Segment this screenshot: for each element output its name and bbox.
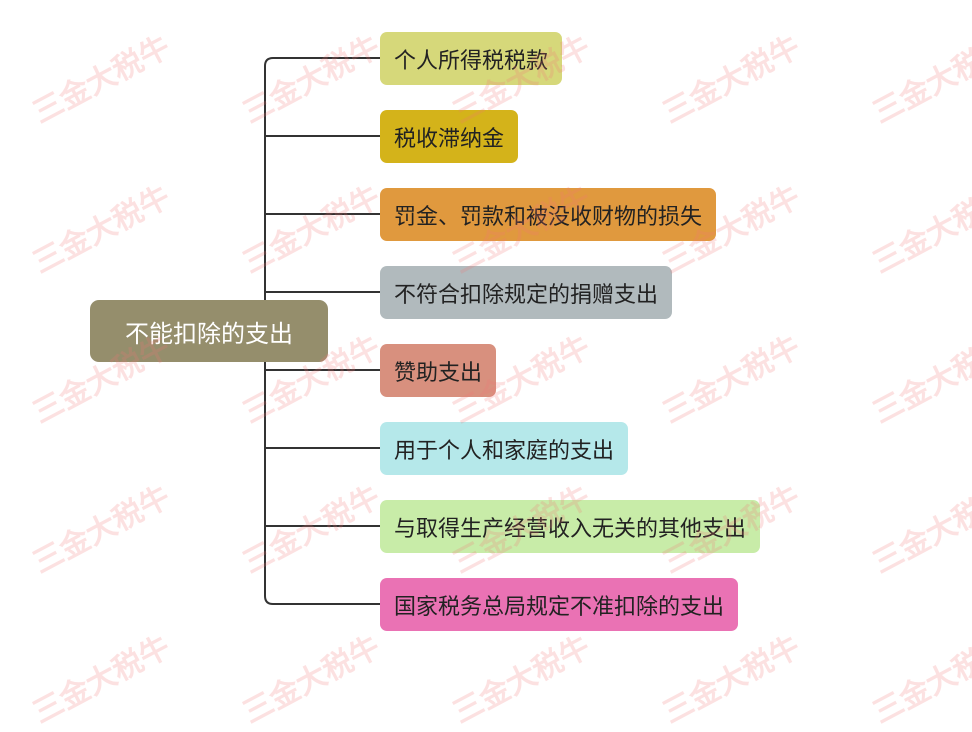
child-node[interactable]: 不符合扣除规定的捐赠支出 — [380, 266, 673, 319]
child-node[interactable]: 税收滞纳金 — [380, 110, 519, 163]
child-node[interactable]: 个人所得税税款 — [380, 32, 563, 85]
child-node[interactable]: 用于个人和家庭的支出 — [380, 422, 629, 475]
child-node[interactable]: 与取得生产经营收入无关的其他支出 — [380, 500, 761, 553]
child-node[interactable]: 罚金、罚款和被没收财物的损失 — [380, 188, 717, 241]
child-node[interactable]: 赞助支出 — [380, 344, 497, 397]
root-node[interactable]: 不能扣除的支出 — [90, 300, 328, 362]
child-node[interactable]: 国家税务总局规定不准扣除的支出 — [380, 578, 739, 631]
